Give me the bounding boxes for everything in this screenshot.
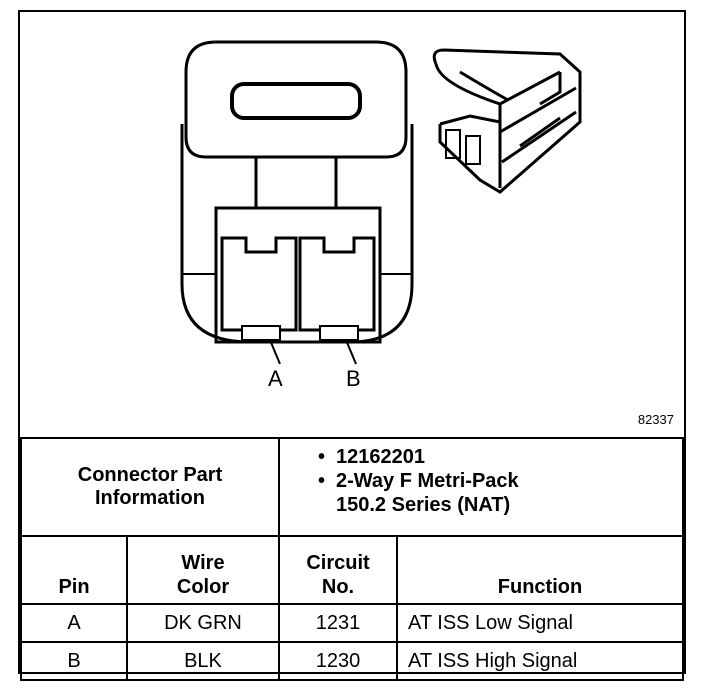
connector-info-row: Connector Part Information •12162201 •2-… [20,437,684,537]
pin-label-a: A [268,366,283,391]
cell-wire-color: DK GRN [126,603,280,643]
cell-circuit: 1230 [278,641,398,681]
connector-info-list: •12162201 •2-Way F Metri-Pack 150.2 Seri… [278,437,684,537]
cavity-b [298,236,376,332]
connector-drawing: A B [180,40,582,391]
info-item-connector-type: •2-Way F Metri-Pack [318,470,519,492]
info-item-series: 150.2 Series (NAT) [336,494,511,516]
latch-slot [230,82,362,120]
connector-table: Connector Part Information •12162201 •2-… [20,437,684,681]
cell-pin: A [20,603,128,643]
connector-top-latch [184,40,408,159]
cavity-a [220,236,298,332]
leader-b [345,339,357,365]
cell-wire-color: BLK [126,641,280,681]
connector-info-label: Connector Part Information [20,437,280,537]
pin-label-b: B [346,366,361,391]
diagram-frame: A B 82337 Connector Part Information •12… [18,10,686,681]
header-function: Function [396,535,684,605]
header-pin: Pin [20,535,128,605]
info-item-part-number: •12162201 [318,446,425,468]
cell-function: AT ISS Low Signal [396,603,684,643]
cell-circuit: 1231 [278,603,398,643]
figure-id: 82337 [637,412,674,427]
connector-isometric-view [432,48,582,194]
terminal-housing [214,206,382,344]
table-row: B BLK 1230 AT ISS High Signal [20,641,684,681]
cell-pin: B [20,641,128,681]
leader-a [269,339,281,365]
table-row: A DK GRN 1231 AT ISS Low Signal [20,603,684,643]
cell-function: AT ISS High Signal [396,641,684,681]
